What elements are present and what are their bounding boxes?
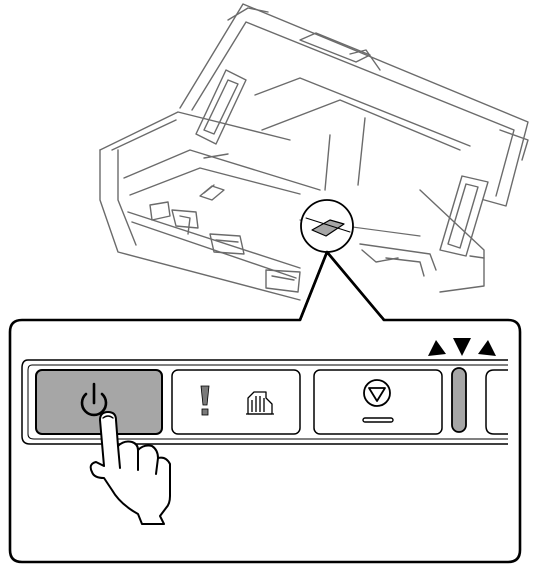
stop-button[interactable] xyxy=(313,369,443,435)
stop-icon xyxy=(362,379,394,423)
power-icon xyxy=(80,382,108,417)
input-tray xyxy=(179,3,529,257)
scanner-housing xyxy=(99,111,485,301)
power-button[interactable] xyxy=(35,369,163,435)
document-scanner-icon xyxy=(99,3,529,301)
control-panel-icon xyxy=(300,199,354,253)
error-button[interactable] xyxy=(171,369,301,435)
control-bar xyxy=(21,359,508,445)
flashing-marks-icon xyxy=(428,338,496,356)
exclamation-icon xyxy=(200,385,210,416)
status-light-icon xyxy=(451,367,467,433)
next-button-partial xyxy=(485,369,508,435)
paper-jam-icon xyxy=(246,391,274,415)
pointing-hand-icon xyxy=(89,411,171,525)
callout-panel xyxy=(8,250,522,564)
